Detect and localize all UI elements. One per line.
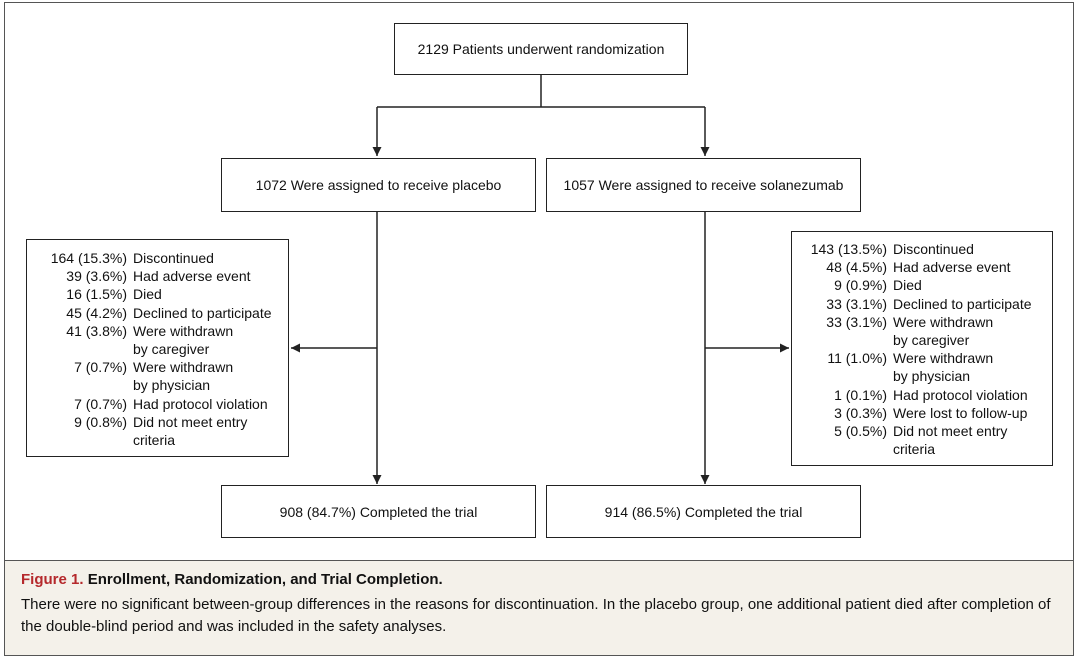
discontinued-row: by caregiver — [27, 340, 288, 358]
solanezumab-discontinued-box: 143 (13.5%) Discontinued 48 (4.5%) Had adve… — [791, 231, 1053, 466]
discontinued-row: criteria — [792, 440, 1052, 458]
solanezumab-assigned-box: 1057 Were assigned to receive solanezuma… — [546, 158, 861, 212]
discontinued-row: 1 (0.1%) Had protocol violation — [792, 386, 1052, 404]
discontinued-row: 164 (15.3%) Discontinued — [27, 249, 288, 267]
solanezumab-assigned-text: 1057 Were assigned to receive solanezuma… — [563, 177, 844, 193]
discontinued-row: 39 (3.6%) Had adverse event — [27, 267, 288, 285]
row-reason: Died — [893, 277, 922, 294]
row-reason: Did not meet entry — [893, 422, 1008, 439]
caption-heading: Figure 1. Enrollment, Randomization, and… — [21, 571, 1057, 588]
row-reason: Were withdrawn — [893, 350, 994, 367]
row-reason: criteria — [133, 431, 176, 448]
row-reason: Had adverse event — [893, 259, 1011, 276]
row-count: 9 (0.8%) — [74, 413, 127, 430]
row-count: 45 (4.2%) — [66, 304, 127, 321]
row-reason: Discontinued — [893, 241, 974, 257]
row-reason: criteria — [893, 441, 936, 458]
discontinued-row: 11 (1.0%) Were withdrawn — [792, 349, 1052, 367]
row-reason: Had protocol violation — [133, 395, 268, 412]
discontinued-row: 7 (0.7%) Had protocol violation — [27, 395, 288, 413]
row-count: 3 (0.3%) — [834, 404, 887, 421]
discontinued-row: 45 (4.2%) Declined to participate — [27, 304, 288, 322]
placebo-assigned-text: 1072 Were assigned to receive placebo — [255, 177, 502, 193]
solanezumab-completed-text: 914 (86.5%) Completed the trial — [604, 503, 803, 520]
row-count: 39 (3.6%) — [66, 268, 127, 285]
row-count: 143 (13.5%) — [810, 241, 887, 257]
figure-caption: Figure 1. Enrollment, Randomization, and… — [5, 560, 1073, 655]
row-count: 7 (0.7%) — [74, 359, 127, 376]
placebo-completed-box: 908 (84.7%) Completed the trial — [221, 485, 536, 538]
discontinued-row: 16 (1.5%) Died — [27, 285, 288, 303]
row-count: 33 (3.1%) — [826, 313, 887, 330]
caption-title: Enrollment, Randomization, and Trial Com… — [87, 571, 443, 588]
discontinued-row: 33 (3.1%) Were withdrawn — [792, 313, 1052, 331]
discontinued-row: 33 (3.1%) Declined to participate — [792, 295, 1052, 313]
row-reason: Declined to participate — [133, 304, 272, 321]
row-reason: Were withdrawn — [133, 322, 234, 339]
row-count: 48 (4.5%) — [826, 259, 887, 276]
row-reason: by caregiver — [893, 331, 970, 348]
row-count: 16 (1.5%) — [66, 286, 127, 303]
caption-label: Figure 1. — [21, 571, 84, 588]
row-reason: by physician — [893, 368, 971, 385]
discontinued-row: by physician — [792, 367, 1052, 385]
discontinued-row: 143 (13.5%) Discontinued — [792, 240, 1052, 258]
row-reason: Had protocol violation — [893, 386, 1028, 403]
solanezumab-completed-box: 914 (86.5%) Completed the trial — [546, 485, 861, 538]
row-reason: Died — [133, 286, 162, 303]
randomization-text: 2129 Patients underwent randomization — [417, 41, 665, 57]
row-count: 41 (3.8%) — [66, 322, 127, 339]
discontinued-row: 7 (0.7%) Were withdrawn — [27, 358, 288, 376]
discontinued-row: 9 (0.9%) Died — [792, 276, 1052, 294]
discontinued-row: 3 (0.3%) Were lost to follow-up — [792, 404, 1052, 422]
row-reason: Were withdrawn — [133, 359, 234, 376]
row-count: 11 (1.0%) — [827, 350, 887, 367]
row-reason: by caregiver — [133, 340, 210, 357]
discontinued-row: 41 (3.8%) Were withdrawn — [27, 322, 288, 340]
placebo-completed-text: 908 (84.7%) Completed the trial — [279, 503, 478, 520]
placebo-discontinued-list: 164 (15.3%) Discontinued 39 (3.6%) Had adve… — [27, 249, 288, 449]
discontinued-row: 9 (0.8%) Did not meet entry — [27, 413, 288, 431]
flow-connectors — [291, 75, 789, 484]
row-count: 33 (3.1%) — [826, 295, 887, 312]
row-count: 164 (15.3%) — [50, 250, 127, 266]
placebo-assigned-box: 1072 Were assigned to receive placebo — [221, 158, 536, 212]
row-reason: Had adverse event — [133, 268, 251, 285]
caption-body: There were no significant between-group … — [21, 596, 1051, 635]
solanezumab-discontinued-list: 143 (13.5%) Discontinued 48 (4.5%) Had adve… — [792, 240, 1052, 458]
randomization-box: 2129 Patients underwent randomization — [394, 23, 688, 75]
placebo-discontinued-box: 164 (15.3%) Discontinued 39 (3.6%) Had adve… — [26, 239, 289, 457]
row-reason: Discontinued — [133, 250, 214, 266]
discontinued-row: 48 (4.5%) Had adverse event — [792, 258, 1052, 276]
discontinued-row: by caregiver — [792, 331, 1052, 349]
discontinued-row: by physician — [27, 376, 288, 394]
row-reason: Did not meet entry — [133, 413, 248, 430]
discontinued-row: 5 (0.5%) Did not meet entry — [792, 422, 1052, 440]
row-count: 9 (0.9%) — [834, 277, 887, 294]
row-reason: Were lost to follow-up — [893, 404, 1028, 421]
row-count: 1 (0.1%) — [834, 386, 887, 403]
row-reason: Were withdrawn — [893, 313, 994, 330]
row-reason: by physician — [133, 377, 211, 394]
row-count: 7 (0.7%) — [74, 395, 127, 412]
row-count: 5 (0.5%) — [834, 422, 887, 439]
figure-frame — [4, 2, 1074, 656]
discontinued-row: criteria — [27, 431, 288, 449]
row-reason: Declined to participate — [893, 295, 1032, 312]
